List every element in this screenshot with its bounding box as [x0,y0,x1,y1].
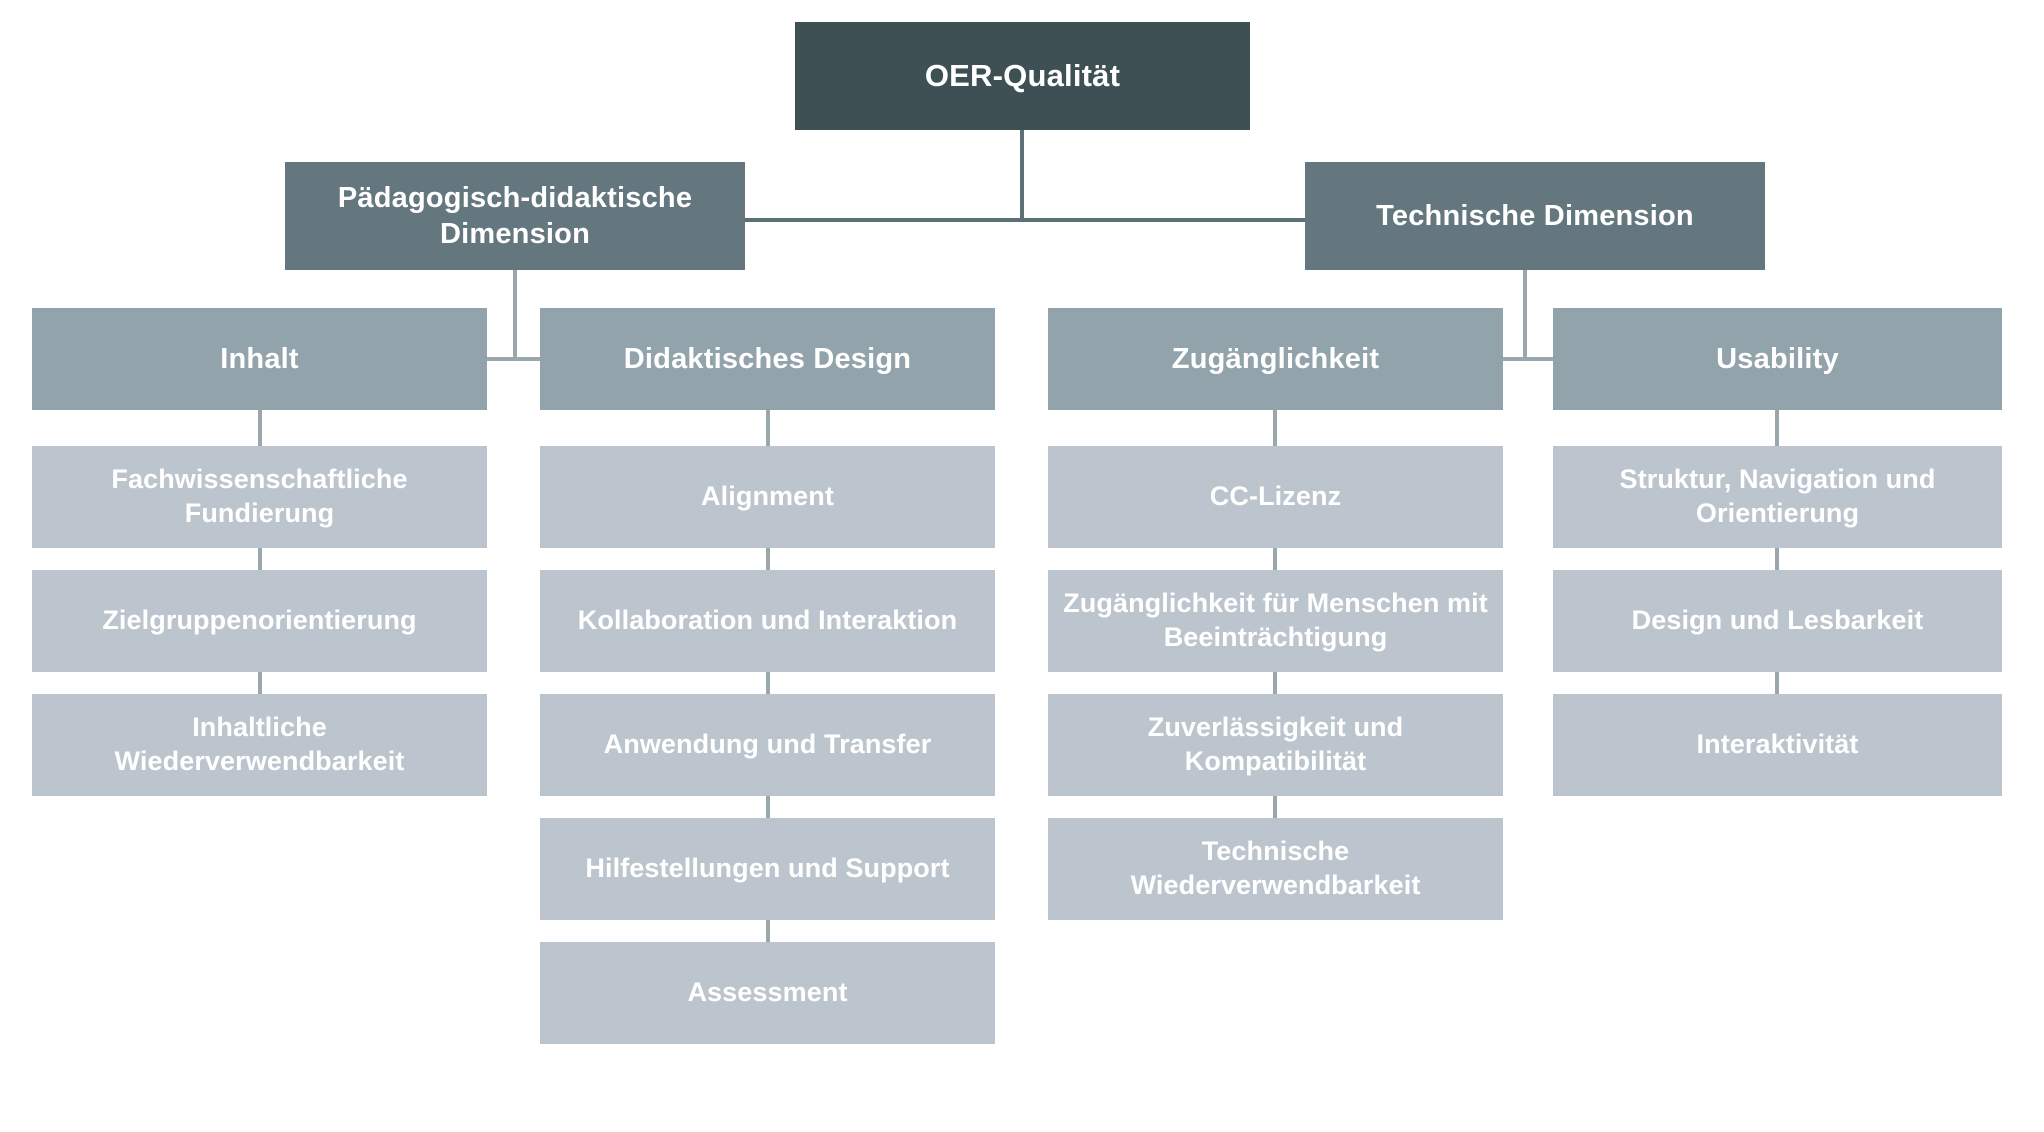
node-category-didaktisches-design[interactable]: Didaktisches Design [540,308,995,410]
connector-category-spine-right [1502,357,1555,361]
connector-col2-chain [766,920,770,944]
connector-col3-chain [1273,548,1277,572]
connector-col4-chain [1775,672,1779,696]
node-category-usability[interactable]: Usability [1553,308,2002,410]
connector-col3-chain [1273,672,1277,696]
connector-col4-chain [1775,548,1779,572]
connector-dimension-spine [745,218,1305,222]
node-dimension-technisch[interactable]: Technische Dimension [1305,162,1765,270]
connector-col3-chain [1273,410,1277,448]
node-leaf[interactable]: Design und Lesbarkeit [1553,570,2002,672]
node-leaf[interactable]: Technische Wiederverwendbarkeit [1048,818,1503,920]
node-leaf[interactable]: Zugänglichkeit für Menschen mit Beeinträ… [1048,570,1503,672]
connector-col2-chain [766,410,770,448]
node-leaf[interactable]: Alignment [540,446,995,548]
connector-col1-chain [258,548,262,572]
node-leaf[interactable]: Interaktivität [1553,694,2002,796]
node-leaf[interactable]: Fachwissenschaftliche Fundierung [32,446,487,548]
node-leaf[interactable]: Inhaltliche Wiederverwendbarkeit [32,694,487,796]
node-leaf[interactable]: Assessment [540,942,995,1044]
node-leaf[interactable]: Kollaboration und Interaktion [540,570,995,672]
connector-root-to-spine [1020,130,1024,220]
connector-category-spine-left [487,357,540,361]
node-leaf[interactable]: Hilfestellungen und Support [540,818,995,920]
connector-col2-chain [766,548,770,572]
connector-dimension-right-down [1523,270,1527,359]
node-leaf[interactable]: Struktur, Navigation und Orientierung [1553,446,2002,548]
node-category-inhalt[interactable]: Inhalt [32,308,487,410]
node-root-oer-qualitaet[interactable]: OER-Qualität [795,22,1250,130]
connector-col2-chain [766,796,770,820]
node-leaf[interactable]: Anwendung und Transfer [540,694,995,796]
connector-dimension-left-down [513,270,517,359]
connector-col1-chain [258,410,262,448]
node-category-zugaenglichkeit[interactable]: Zugänglichkeit [1048,308,1503,410]
node-leaf[interactable]: CC-Lizenz [1048,446,1503,548]
node-leaf[interactable]: Zielgruppenorientierung [32,570,487,672]
connector-col4-chain [1775,410,1779,448]
connector-col1-chain [258,672,262,696]
node-leaf[interactable]: Zuverlässigkeit und Kompatibilität [1048,694,1503,796]
connector-col3-chain [1273,796,1277,820]
connector-col2-chain [766,672,770,696]
node-dimension-paedagogisch-didaktisch[interactable]: Pädagogisch-didaktische Dimension [285,162,745,270]
